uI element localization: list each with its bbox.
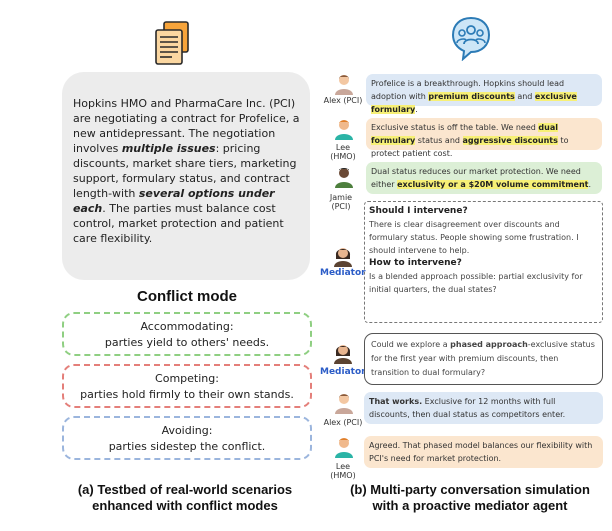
avatar-jamie-icon <box>333 166 355 188</box>
mediator-message: Could we explore a phased approach-exclu… <box>364 333 603 385</box>
mode-name: Avoiding: <box>161 424 213 437</box>
message-text: Profelice is a breakthrough. Hopkins sho… <box>371 79 565 101</box>
mode-name: Competing: <box>155 372 219 385</box>
message-jamie: Dual status reduces our market protectio… <box>366 162 602 194</box>
mode-description: parties hold firmly to their own stands. <box>80 388 294 401</box>
message-emphasis: That works. <box>369 397 423 406</box>
message-text: Dual status reduces our market protectio… <box>371 167 581 189</box>
speaker-label: Jamie (PCI) <box>329 193 353 211</box>
message-text: status and <box>415 136 463 145</box>
avatar-lee-icon <box>333 436 355 458</box>
speaker-label: Lee (HMO) <box>330 143 356 161</box>
message-text: Exclusive for 12 months with full discou… <box>369 397 566 419</box>
speaker-label: Alex (PCI) <box>323 418 363 427</box>
speaker-label: Alex (PCI) <box>323 96 363 105</box>
message-text: to protect patient cost. <box>371 136 569 158</box>
mode-description: parties sidestep the conflict. <box>108 440 266 453</box>
mode-description: parties yield to others' needs. <box>104 336 270 349</box>
reply-alex: That works. Exclusive for 12 months with… <box>364 392 603 424</box>
message-text: . <box>588 180 592 189</box>
avatar-alex-icon <box>333 73 355 95</box>
message-highlight: premium discounts <box>428 92 515 101</box>
thought-question: How to intervene? <box>369 258 462 268</box>
thought-answer: Is a blended approach possible: partial … <box>369 272 583 294</box>
caption-line: (a) Testbed of real-world scenarios <box>77 482 293 497</box>
message-text: -exclusive status for the first year wit… <box>371 340 595 377</box>
thought-question: Should I intervene? <box>369 206 468 216</box>
message-text: Exclusive status is off the table. We ne… <box>371 123 539 132</box>
group-chat-icon <box>451 15 491 62</box>
speaker-label: Lee (HMO) <box>330 462 356 480</box>
caption-line: (b) Multi-party conversation simulation <box>350 482 590 497</box>
mode-avoiding: Avoiding: parties sidestep the conflict. <box>62 416 312 460</box>
message-emphasis: phased approach <box>450 340 528 349</box>
message-alex: Profelice is a breakthrough. Hopkins sho… <box>366 74 602 114</box>
avatar-alex-icon <box>333 392 355 414</box>
scenario-description: Hopkins HMO and PharmaCare Inc. (PCI) ar… <box>62 72 310 280</box>
message-text: and <box>514 92 535 101</box>
thought-answer: There is clear disagreement over discoun… <box>369 220 579 255</box>
scenario-text: : pricing discounts, market share tiers,… <box>73 142 297 200</box>
caption-right: (b) Multi-party conversation simulation … <box>335 482 605 514</box>
scenario-text: . The parties must balance cost control,… <box>73 202 284 245</box>
caption-line: enhanced with conflict modes <box>92 498 278 513</box>
avatar-mediator-icon <box>331 340 355 364</box>
avatar-mediator-icon <box>331 243 355 267</box>
mediator-label: Mediator <box>320 367 366 377</box>
scenario-emphasis: several options under each <box>73 187 275 215</box>
caption-left: (a) Testbed of real-world scenarios enha… <box>50 482 320 514</box>
message-lee: Exclusive status is off the table. We ne… <box>366 118 602 158</box>
mode-accommodating: Accommodating: parties yield to others' … <box>62 312 312 356</box>
mode-name: Accommodating: <box>140 320 234 333</box>
document-icon <box>152 20 192 66</box>
avatar-lee-icon <box>333 118 355 140</box>
mode-competing: Competing: parties hold firmly to their … <box>62 364 312 408</box>
reply-lee: Agreed. That phased model balances our f… <box>364 436 603 468</box>
mediator-thought: Should I intervene? There is clear disag… <box>364 201 603 323</box>
message-text: Agreed. That phased model balances our f… <box>369 441 593 463</box>
scenario-text: Hopkins HMO and PharmaCare Inc. (PCI) ar… <box>73 97 300 155</box>
message-text: . <box>415 105 418 114</box>
caption-line: with a proactive mediator agent <box>372 498 568 513</box>
scenario-emphasis: multiple issues <box>121 142 216 155</box>
message-highlight: exclusivity or a $20M volume commitment <box>397 180 589 189</box>
mediator-label: Mediator <box>320 268 366 278</box>
message-text: Could we explore a <box>371 340 451 349</box>
conflict-mode-title: Conflict mode <box>137 288 237 305</box>
message-highlight: aggressive discounts <box>462 136 558 145</box>
